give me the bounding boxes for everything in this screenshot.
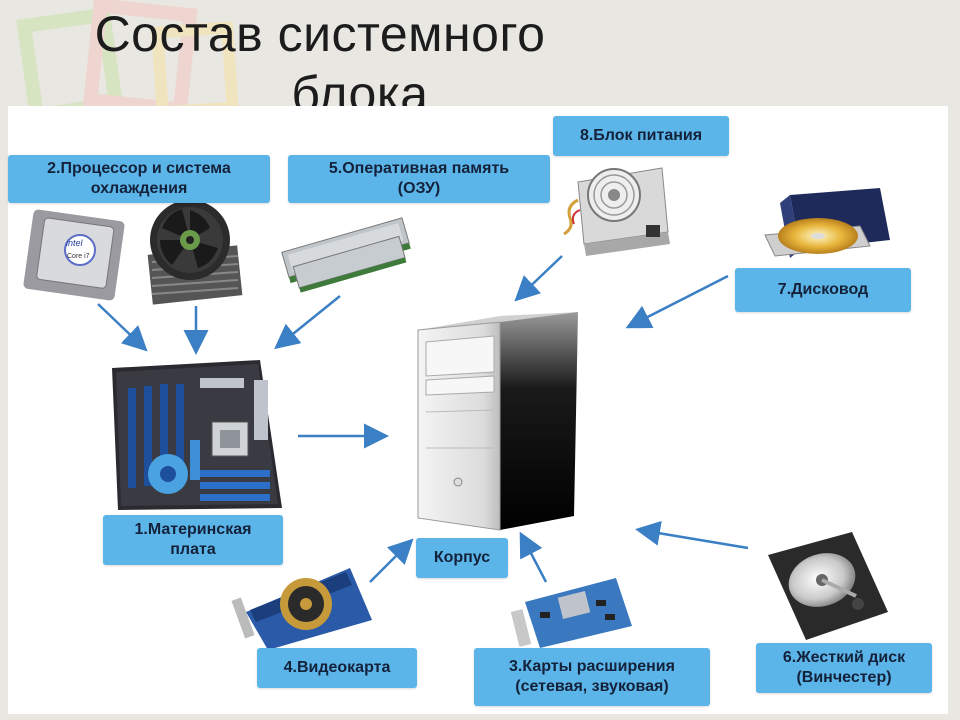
label-expansion-line1: 3.Карты расширения [509,658,675,675]
cpu-brand: intel [66,238,84,248]
label-cpu-line1: 2.Процессор и система [47,160,231,177]
arrow-gpu-to-case [369,538,414,583]
label-drive: 7.Дисковод [735,268,911,312]
arrow-hdd-to-case [635,520,749,550]
label-motherboard-line1: 1.Материнская [134,521,252,538]
motherboard-icon [112,360,282,510]
label-psu-line1: 8.Блок питания [579,127,703,144]
cpu-model: Core i7 [67,253,90,260]
label-drive-line1: 7.Дисковод [777,281,869,298]
video-card-icon [231,568,372,650]
power-supply-icon [563,167,670,256]
cpu-chip-icon: intel Core i7 [23,209,125,301]
label-ram-line1: 5.Оперативная память [328,160,510,177]
ram-module-icon [281,217,411,293]
cpu-cooler-icon [147,200,243,305]
label-motherboard-line2: плата [170,541,216,558]
label-expansion: 3.Карты расширения (сетевая, звуковая) [474,648,710,706]
label-motherboard: 1.Материнская плата [103,515,283,565]
connection-arrows [97,255,749,583]
label-case-line1: Корпус [433,549,491,566]
label-cpu-line2: охлаждения [90,180,188,197]
hard-disk-icon [768,532,888,640]
arrow-drive-to-case [625,274,729,329]
expansion-card-icon [510,578,632,648]
arrow-expansion-to-case [519,531,548,583]
label-case: Корпус [416,538,508,578]
label-gpu: 4.Видеокарта [257,648,417,688]
computer-case-icon [417,312,578,531]
arrow-psu-to-case [514,255,563,302]
title-line-1: Состав системного [94,6,546,62]
optical-drive-icon [764,188,890,258]
label-hdd-line1: 6.Жесткий диск [782,649,906,666]
arrow-ram-to-board [274,295,341,350]
label-expansion-line2: (сетевая, звуковая) [515,678,669,695]
label-cpu: 2.Процессор и система охлаждения [8,155,270,203]
label-hdd-line2: (Винчестер) [796,669,892,686]
label-gpu-line1: 4.Видеокарта [283,659,391,676]
label-ram-line2: (ОЗУ) [397,180,441,197]
arrow-cpu-to-board [97,303,148,352]
label-hdd: 6.Жесткий диск (Винчестер) [756,643,932,693]
label-ram: 5.Оперативная память (ОЗУ) [288,155,550,203]
label-psu: 8.Блок питания [553,116,729,156]
